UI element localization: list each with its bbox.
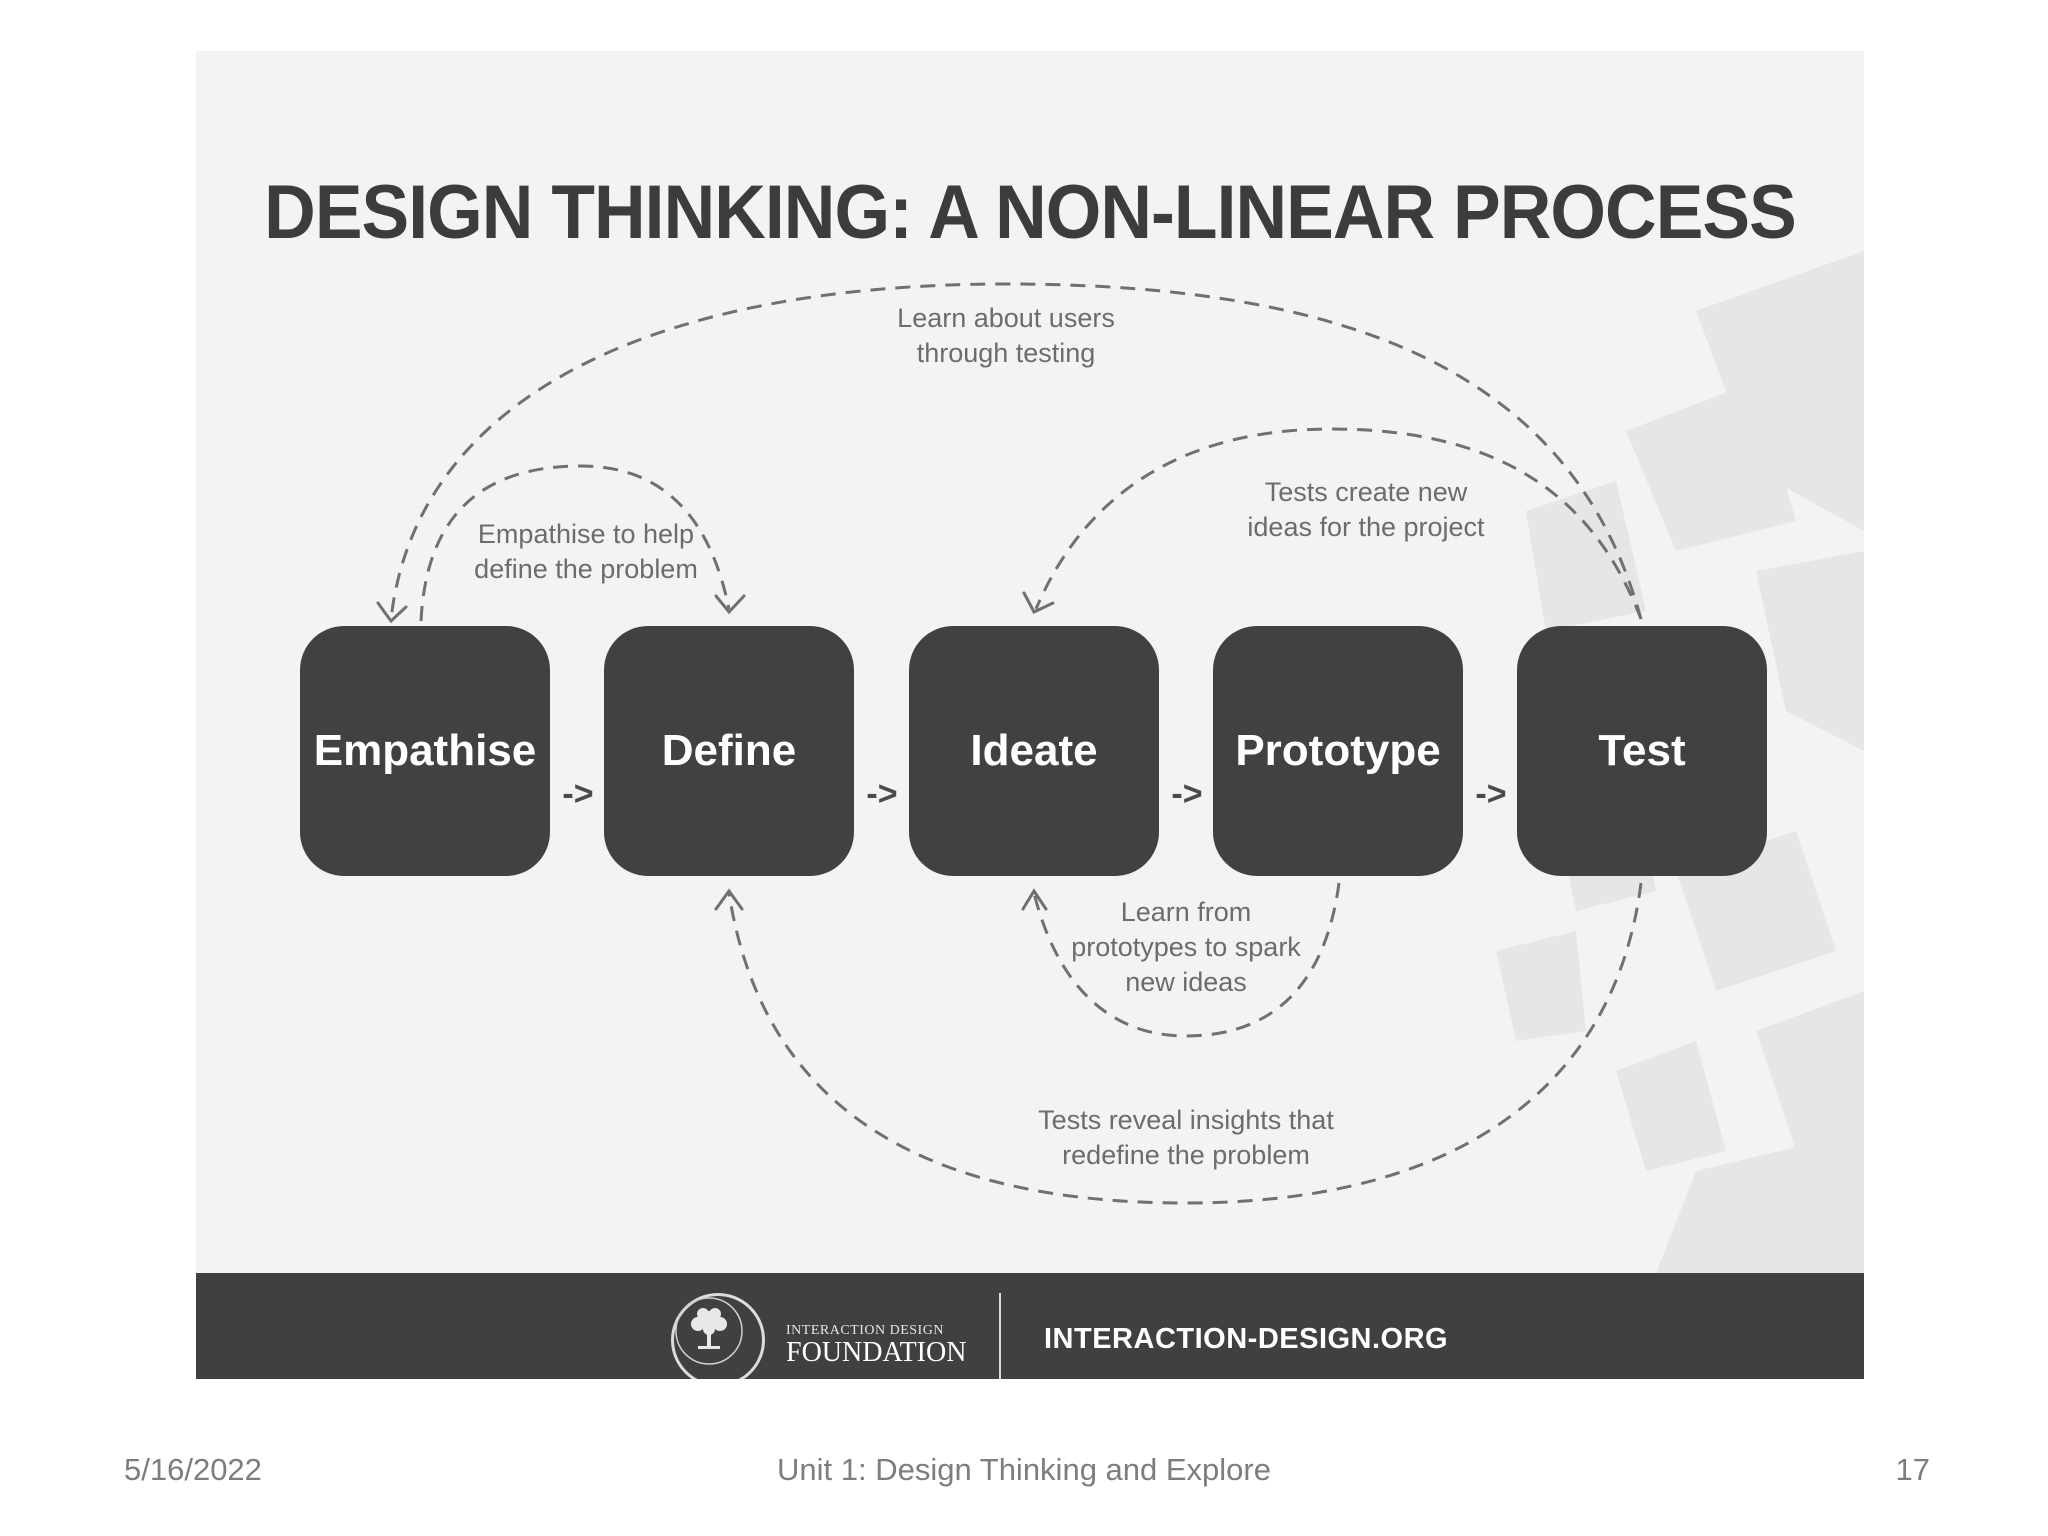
loop-label-prototypes: Learn from prototypes to spark new ideas — [1071, 897, 1301, 997]
slide-date: 5/16/2022 — [124, 1452, 262, 1487]
loop-arrows — [376, 282, 1643, 1205]
logo-org-small: INTERACTION DESIGN — [786, 1323, 944, 1338]
arrowhead-ideate-bottom — [1021, 888, 1048, 911]
loop-tests-ideas — [1034, 427, 1643, 620]
branding-url: INTERACTION-DESIGN.ORG — [1044, 1323, 1449, 1355]
arrowhead-define — [714, 594, 746, 615]
tree-icon — [675, 1297, 743, 1365]
step-ideate: Ideate — [909, 626, 1159, 876]
loop-label-tests-reveal: Tests reveal insights that redefine the … — [1038, 1105, 1334, 1170]
design-thinking-diagram: DESIGN THINKING: A NON-LINEAR PROCESS Le… — [196, 51, 1864, 1379]
loop-label-learn-users: Learn about users through testing — [897, 303, 1115, 368]
loop-tests-reveal — [727, 882, 1643, 1205]
diagram-title: DESIGN THINKING: A NON-LINEAR PROCESS — [264, 170, 1797, 255]
loop-learn-users — [389, 282, 1643, 620]
arrowhead-define-bottom — [714, 888, 744, 911]
background-watermark — [1496, 251, 1864, 1273]
step-empathise: Empathise — [300, 626, 550, 876]
loop-empathise-define — [419, 464, 731, 622]
logo-org-big: FOUNDATION — [786, 1337, 967, 1368]
step-arrow-2: -> — [866, 775, 898, 813]
step-arrow-1: -> — [562, 775, 594, 813]
step-prototype: Prototype — [1213, 626, 1463, 876]
foundation-logo-seal — [671, 1293, 765, 1379]
step-arrow-3: -> — [1171, 775, 1203, 813]
loop-label-tests-ideas: Tests create new ideas for the project — [1247, 477, 1485, 542]
branding-divider — [999, 1293, 1001, 1379]
loop-label-empathise-define: Empathise to help define the problem — [474, 519, 698, 584]
slide-page-number: 17 — [1895, 1452, 1930, 1487]
arrowhead-empathise — [376, 601, 408, 624]
step-arrow-4: -> — [1475, 775, 1507, 813]
loop-prototypes — [1032, 882, 1341, 1038]
slide-footer-title: Unit 1: Design Thinking and Explore — [777, 1452, 1271, 1487]
branding-bar: INTERACTION DESIGN FOUNDATION INTERACTIO… — [196, 1273, 1864, 1379]
step-test: Test — [1517, 626, 1767, 876]
arrowhead-ideate-top — [1022, 591, 1055, 614]
step-define: Define — [604, 626, 854, 876]
